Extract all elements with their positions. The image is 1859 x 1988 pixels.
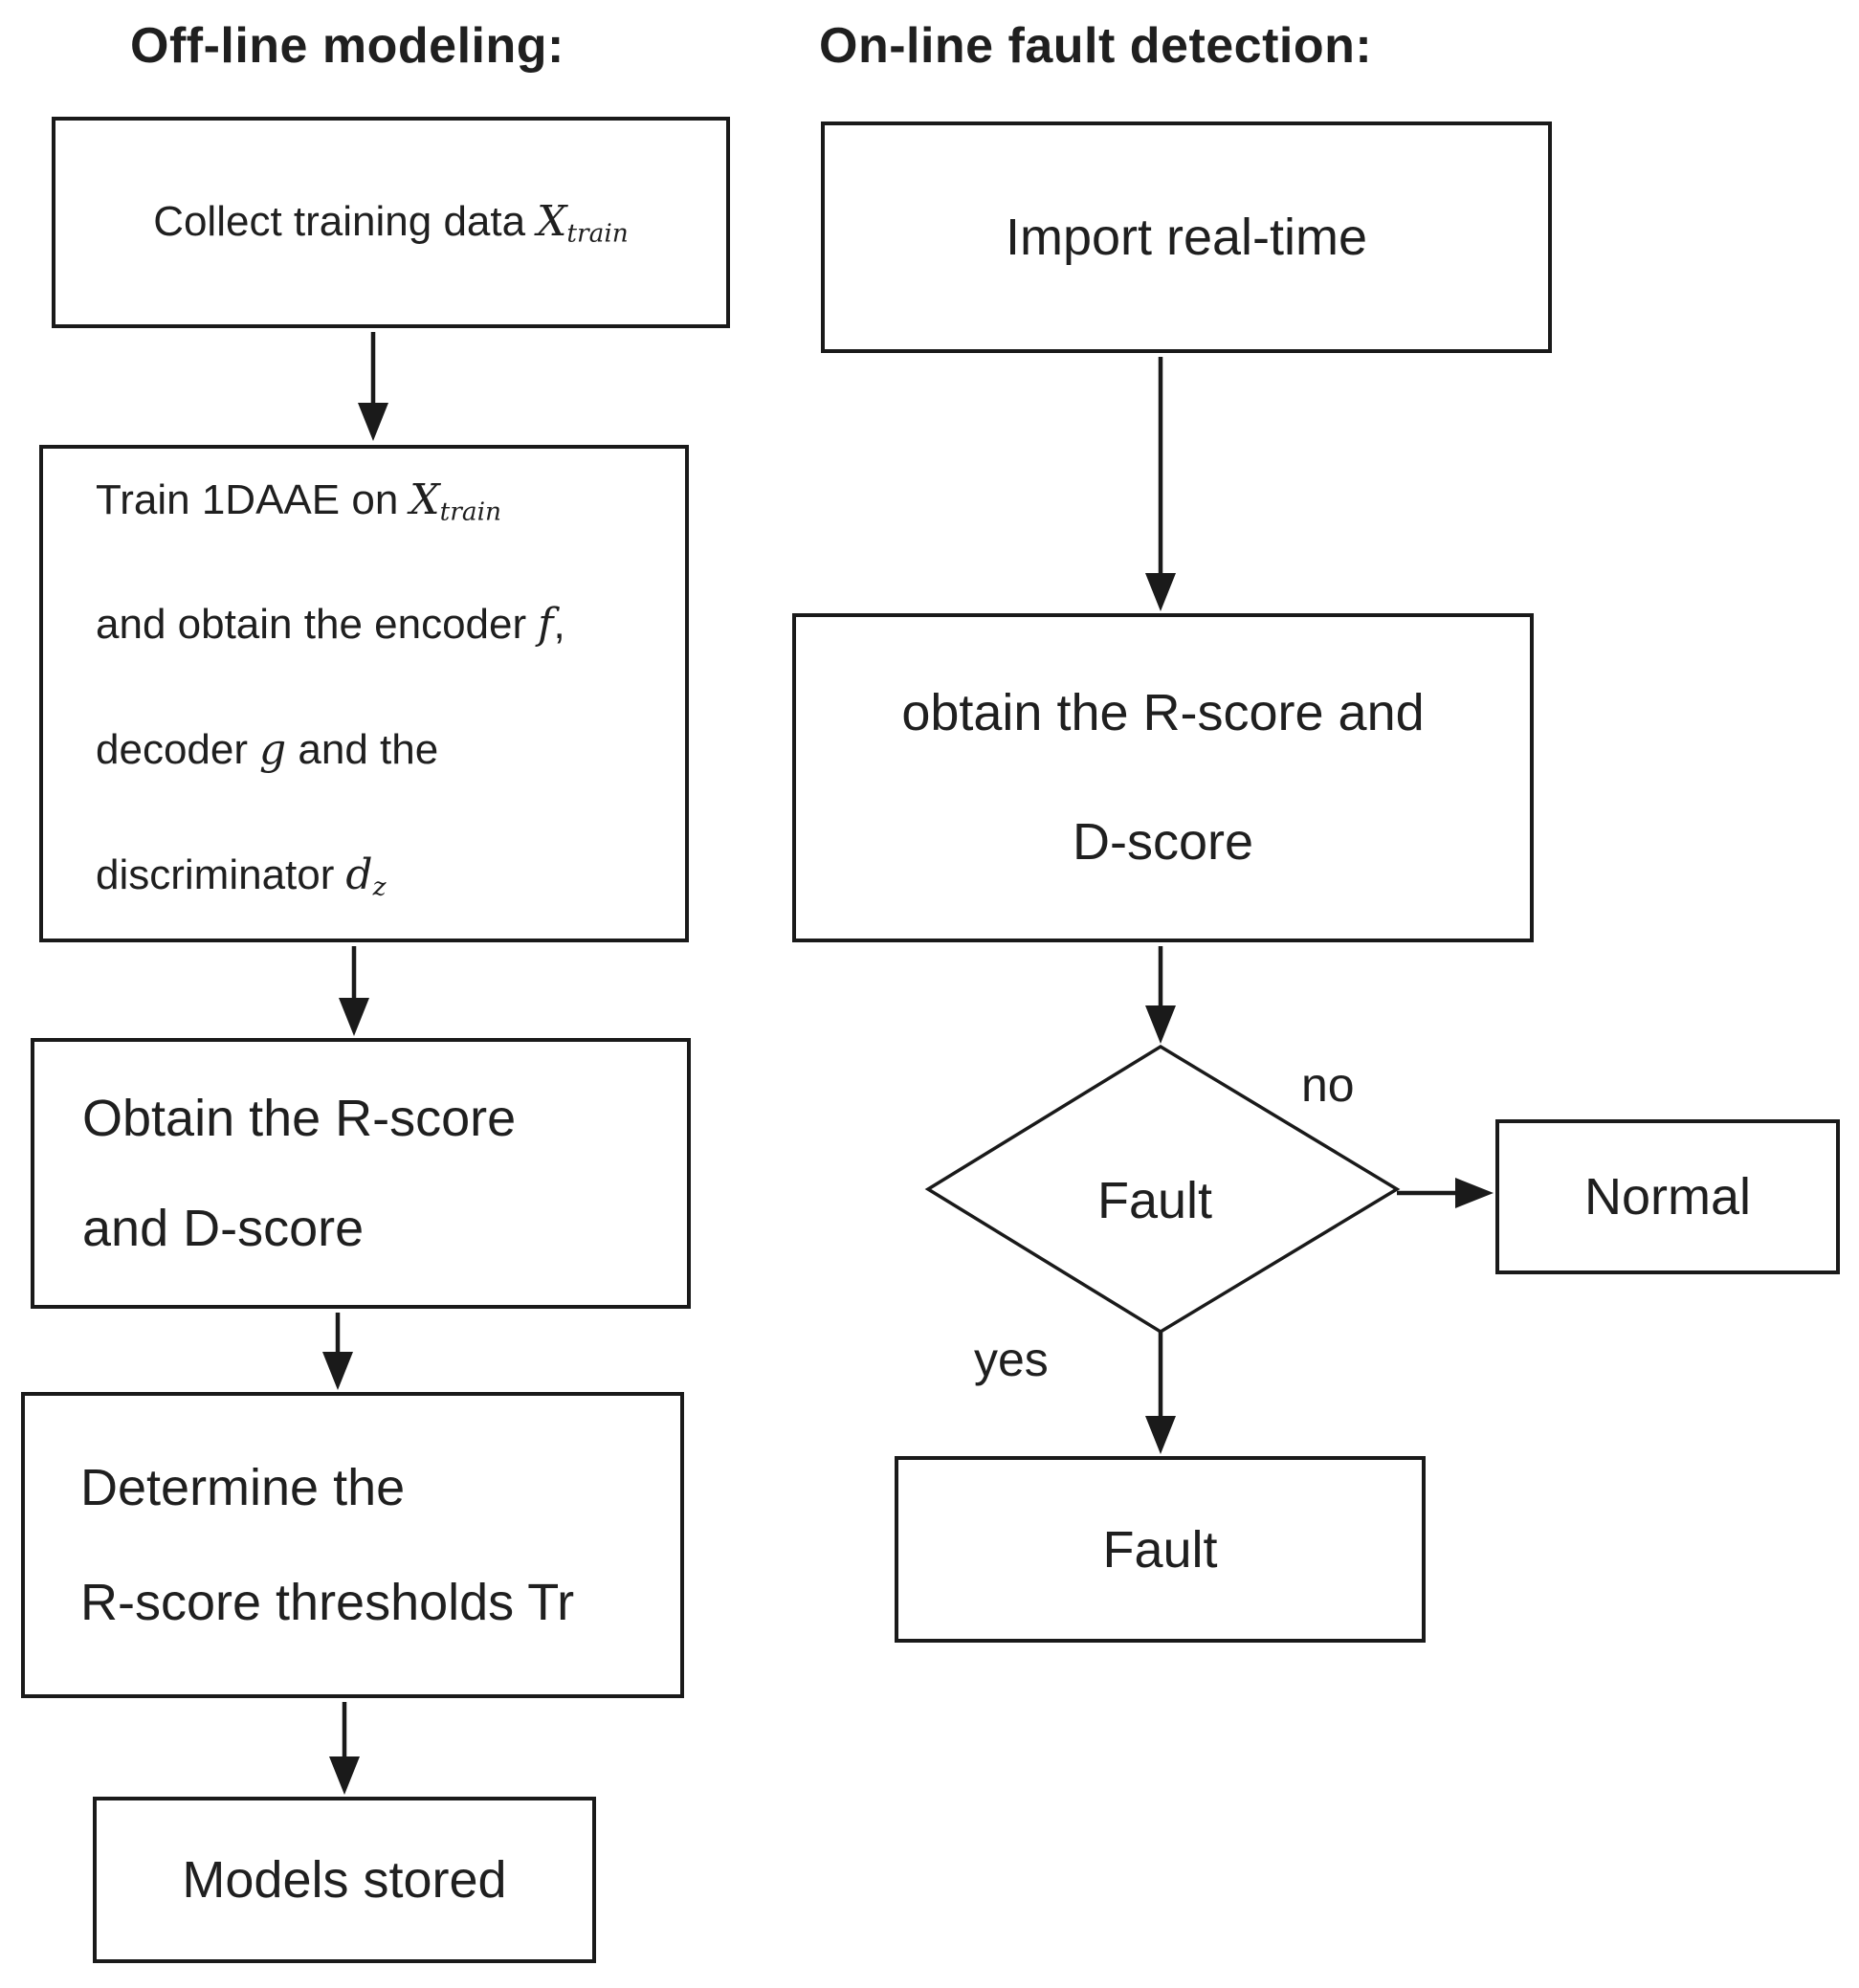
offline-column-title: Off-line modeling:: [130, 18, 564, 74]
branch-label-yes: yes: [974, 1333, 1049, 1386]
arrow-threshold-to-stored: [329, 1702, 360, 1795]
arrow-scores-to-threshold: [322, 1313, 353, 1390]
node-text: Normal: [1583, 1168, 1752, 1226]
node-text: Models stored: [182, 1851, 507, 1909]
node-text-line1: Determine the: [80, 1459, 406, 1516]
arrow-import-to-scores: [1145, 357, 1176, 611]
node-text: Import real-time: [1005, 209, 1368, 266]
node-models-stored: Models stored: [93, 1797, 596, 1963]
decision-diamond: [924, 1044, 1401, 1335]
node-fault: Fault: [895, 1456, 1426, 1643]
arrow-collect-to-train: [358, 332, 388, 441]
arrow-decision-no-to-normal: [1397, 1178, 1494, 1208]
node-obtain-scores-offline: Obtain the R-score and D-score: [31, 1038, 691, 1309]
node-import-realtime: Import real-time: [821, 121, 1552, 353]
arrow-scores-to-decision: [1145, 946, 1176, 1044]
node-text-line1: obtain the R-score and: [901, 684, 1425, 741]
arrow-train-to-scores: [339, 946, 369, 1036]
decision-label: Fault: [1096, 1172, 1213, 1229]
node-text: Fault: [1102, 1520, 1218, 1579]
node-text-line2: R-score thresholds Tr: [80, 1574, 575, 1631]
online-column-title: On-line fault detection:: [819, 18, 1373, 74]
node-text-line1: Obtain the R-score: [82, 1089, 517, 1147]
node-obtain-scores-online: obtain the R-score and D-score: [792, 613, 1534, 942]
branch-label-no: no: [1301, 1058, 1355, 1112]
node-text-line2: and D-score: [82, 1199, 365, 1257]
arrow-decision-yes-to-fault: [1145, 1332, 1176, 1454]
node-normal: Normal: [1495, 1119, 1840, 1274]
node-determine-threshold: Determine the R-score thresholds Tr: [21, 1392, 684, 1698]
node-text-line2: D-score: [1072, 813, 1254, 871]
